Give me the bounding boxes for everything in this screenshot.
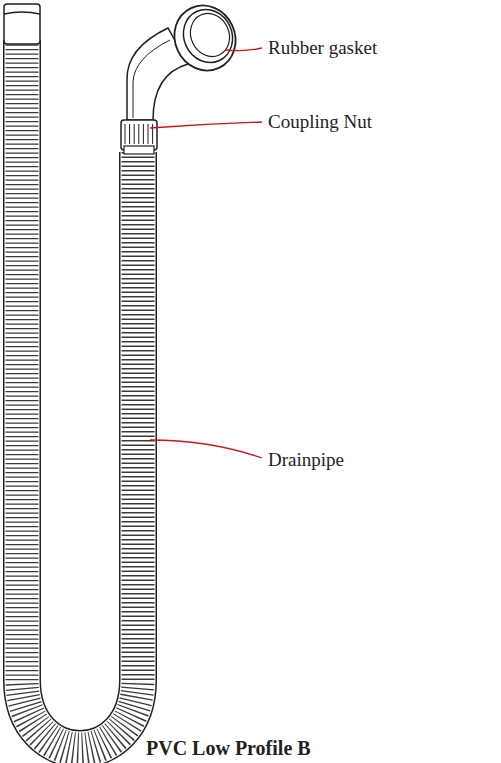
nut-ridges bbox=[125, 124, 153, 144]
nut-ridge bbox=[138, 124, 139, 144]
nut-ridge bbox=[143, 124, 144, 144]
gasket-inner bbox=[175, 1, 241, 70]
gasket-inner bbox=[183, 7, 236, 63]
part-label: Drainpipe bbox=[268, 449, 344, 472]
rubber-gasket bbox=[164, 0, 246, 81]
hose-cuff bbox=[4, 4, 40, 44]
nut-ridge bbox=[129, 124, 130, 144]
nut-ridge bbox=[148, 124, 149, 144]
caption: PVC Low Profile B bbox=[146, 737, 311, 759]
leader-line bbox=[226, 48, 262, 51]
nut-ridge bbox=[134, 124, 135, 144]
nut-ridge bbox=[152, 124, 153, 144]
part-label: Rubber gasket bbox=[268, 37, 377, 60]
elbow-detail bbox=[133, 40, 170, 118]
leader-line bbox=[150, 122, 262, 128]
part-label: Coupling Nut bbox=[268, 111, 372, 134]
cuff-line bbox=[4, 12, 40, 14]
nut-collar bbox=[124, 146, 154, 154]
leader-line bbox=[150, 440, 262, 458]
nut-ridge bbox=[125, 124, 126, 144]
